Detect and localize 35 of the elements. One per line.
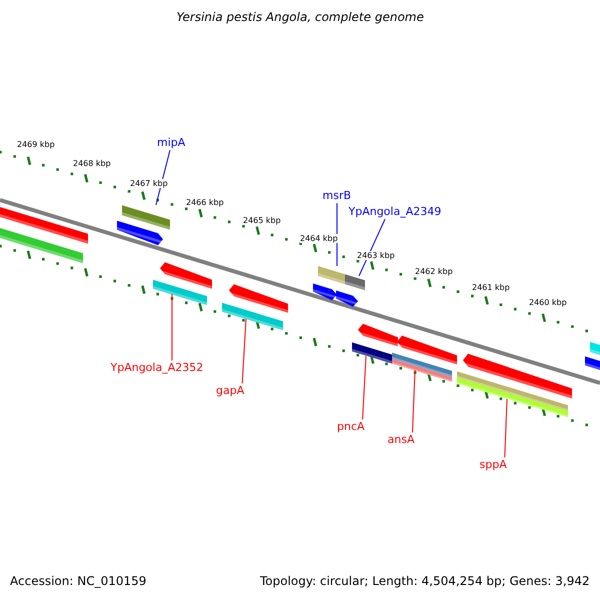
gene-feature-bar — [345, 274, 365, 290]
gene-label: sppA — [480, 458, 507, 472]
scale-label: 2465 kbp — [243, 216, 281, 225]
gene-feature-bar — [153, 280, 207, 306]
scale-label: 2460 kbp — [529, 298, 567, 307]
gene-label: mipA — [157, 136, 186, 150]
scale-label: 2469 kbp — [17, 140, 55, 149]
gene-label: ansA — [388, 434, 414, 446]
leader-line — [362, 356, 366, 420]
gene-label: YpAngola_A2349 — [348, 206, 442, 218]
leader-line — [504, 398, 508, 458]
gene-feature-bar — [392, 352, 452, 382]
diagram-title: Yersinia pestis Angola, complete genome — [176, 11, 424, 25]
leader-line — [242, 318, 246, 384]
gene-label: msrB — [322, 190, 352, 202]
gene-feature-bar — [457, 371, 568, 418]
gene-label: YpAngola_A2352 — [110, 362, 204, 374]
leader-line — [336, 202, 338, 266]
scale-label: 2463 kbp — [357, 250, 395, 260]
scale-label: 2466 kbp — [186, 198, 224, 207]
gene-feature-bar — [122, 205, 170, 230]
gene-label: pncA — [337, 420, 365, 434]
footer-text: Topology: circular; Length: 4,504,254 bp; Genes: 3,942 — [260, 575, 590, 589]
scale-label: 2464 kbp — [300, 234, 338, 243]
scale-label: 2467 kbp — [130, 178, 168, 188]
gene-feature-bar — [222, 302, 283, 330]
gene-label: gapA — [216, 384, 244, 398]
leader-line — [412, 370, 416, 433]
leader-line — [156, 150, 170, 206]
gene-feature-bar — [352, 342, 393, 364]
scale-label: 2461 kbp — [472, 282, 510, 292]
scale-label: 2468 kbp — [73, 158, 111, 168]
scale-label: 2462 kbp — [415, 266, 453, 276]
footer-text: Accession: NC_010159 — [10, 575, 146, 589]
gene-feature-bar — [318, 266, 345, 284]
